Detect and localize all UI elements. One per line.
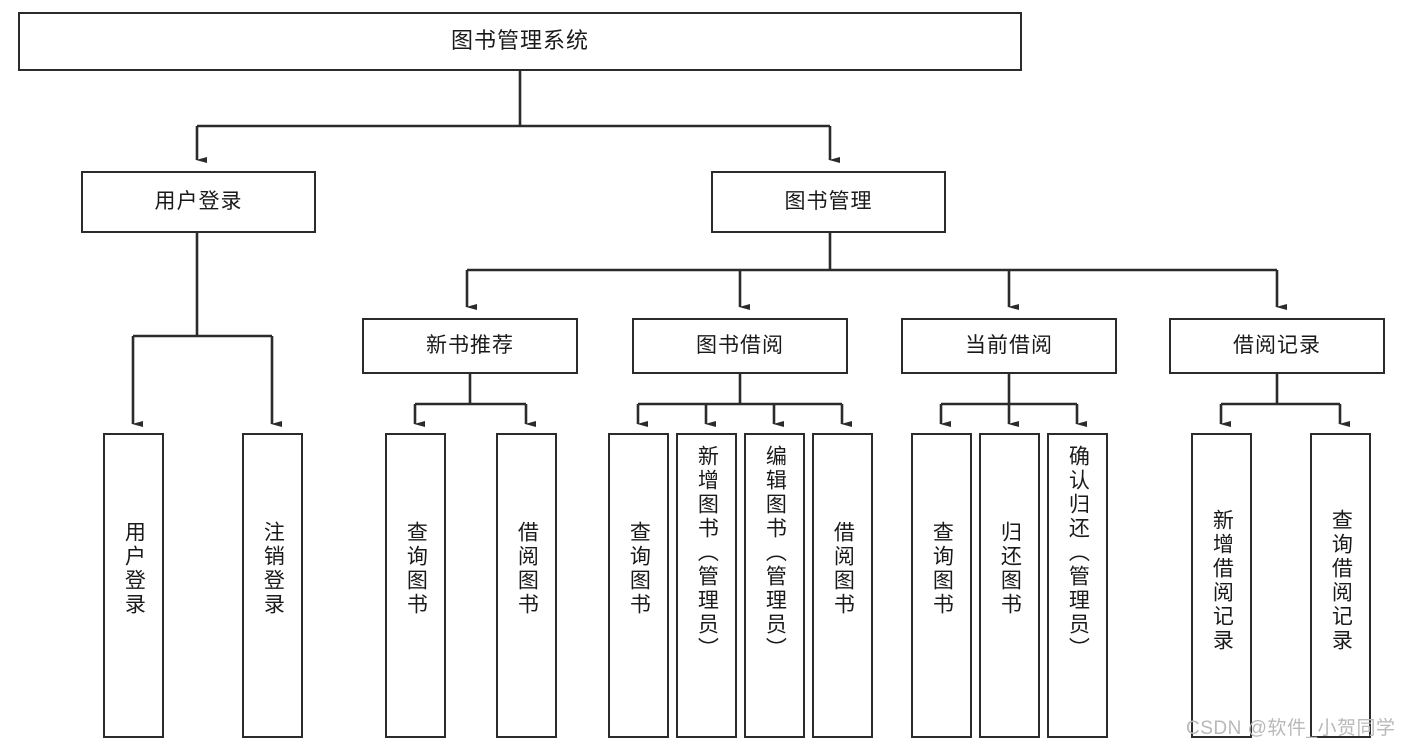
leaf-recommend-borrow-book-label: 借阅图书 (515, 521, 539, 617)
leaf-borrow-add-book-label: 新增图书（管理员） (695, 445, 719, 661)
leaf-borrow-edit-book-label: 编辑图书（管理员） (763, 445, 787, 661)
leaf-current-confirm-return-label: 确认归还（管理员） (1066, 445, 1090, 661)
leaf-record-query-record-label: 查询借阅记录 (1329, 509, 1353, 653)
leaf-record-add-record[interactable]: 新增借阅记录 (1191, 433, 1252, 738)
node-user-login-label: 用户登录 (154, 190, 243, 214)
leaf-recommend-borrow-book[interactable]: 借阅图书 (496, 433, 557, 738)
leaf-borrow-query-book[interactable]: 查询图书 (608, 433, 669, 738)
leaf-recommend-query-book-label: 查询图书 (404, 521, 428, 617)
node-current-borrow[interactable]: 当前借阅 (901, 318, 1117, 374)
leaf-current-query-book-label: 查询图书 (930, 521, 954, 617)
node-new-book-recommend-label: 新书推荐 (426, 334, 514, 358)
leaf-record-query-record[interactable]: 查询借阅记录 (1310, 433, 1371, 738)
node-book-management-label: 图书管理 (784, 190, 873, 214)
leaf-borrow-query-book-label: 查询图书 (627, 521, 651, 617)
node-borrow-record[interactable]: 借阅记录 (1169, 318, 1385, 374)
node-book-borrow-label: 图书借阅 (696, 334, 784, 358)
leaf-current-query-book[interactable]: 查询图书 (911, 433, 972, 738)
node-root-label: 图书管理系统 (450, 28, 589, 54)
node-new-book-recommend[interactable]: 新书推荐 (362, 318, 578, 374)
leaf-recommend-query-book[interactable]: 查询图书 (385, 433, 446, 738)
leaf-user-login-logout-label: 注销登录 (261, 521, 285, 617)
node-current-borrow-label: 当前借阅 (965, 334, 1053, 358)
leaf-user-login-login-label: 用户登录 (122, 521, 146, 617)
node-book-management[interactable]: 图书管理 (711, 171, 946, 233)
leaf-current-return-book-label: 归还图书 (998, 521, 1022, 617)
leaf-record-add-record-label: 新增借阅记录 (1210, 509, 1234, 653)
node-root-system[interactable]: 图书管理系统 (18, 12, 1022, 71)
leaf-borrow-borrow-book-label: 借阅图书 (831, 521, 855, 617)
leaf-user-login-logout[interactable]: 注销登录 (242, 433, 303, 738)
leaf-current-confirm-return[interactable]: 确认归还（管理员） (1047, 433, 1108, 738)
leaf-borrow-add-book[interactable]: 新增图书（管理员） (676, 433, 737, 738)
csdn-watermark: CSDN @软件_小贺同学 (1186, 718, 1396, 739)
leaf-borrow-edit-book[interactable]: 编辑图书（管理员） (744, 433, 805, 738)
node-user-login[interactable]: 用户登录 (81, 171, 316, 233)
node-borrow-record-label: 借阅记录 (1233, 334, 1321, 358)
leaf-borrow-borrow-book[interactable]: 借阅图书 (812, 433, 873, 738)
leaf-current-return-book[interactable]: 归还图书 (979, 433, 1040, 738)
node-book-borrow[interactable]: 图书借阅 (632, 318, 848, 374)
leaf-user-login-login[interactable]: 用户登录 (103, 433, 164, 738)
